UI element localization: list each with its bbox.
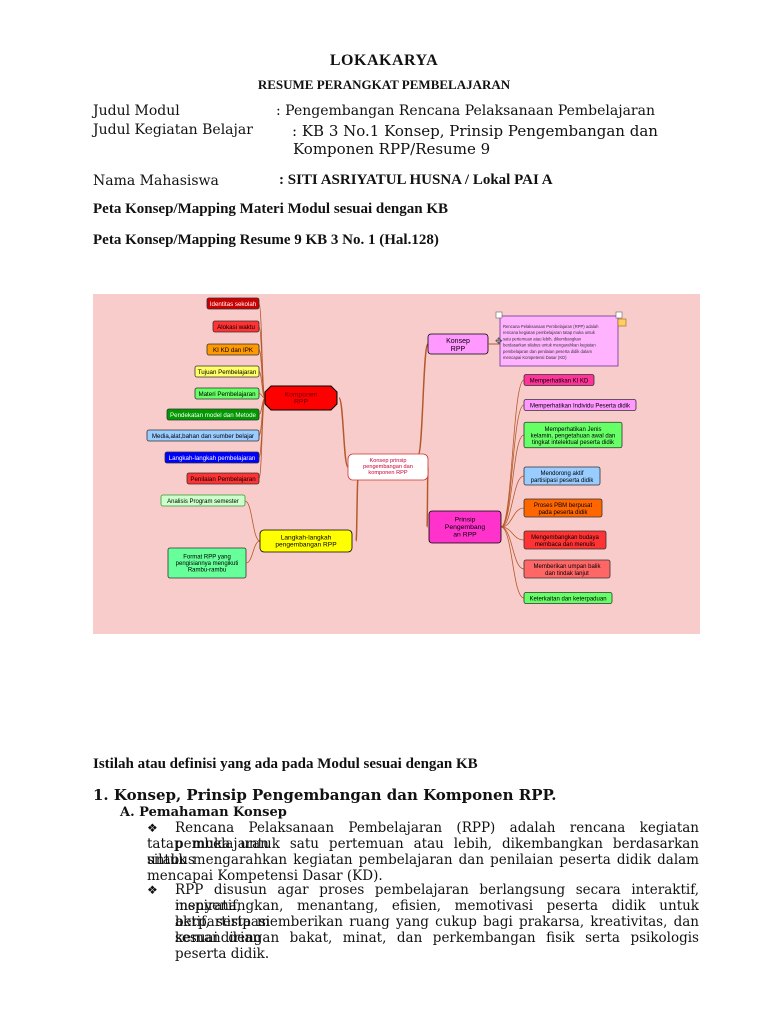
komponen-item-label: Tujuan Pembelajaran	[198, 369, 257, 376]
kegiatan-value-line1: : KB 3 No.1 Konsep, Prinsip Pengembangan…	[292, 122, 658, 140]
komponen-item-label: Identitas sekolah	[210, 301, 257, 308]
bullet-1-line-2: tatap muka untuk satu pertemuan atau leb…	[147, 836, 699, 868]
prinsip-item-box	[523, 399, 637, 411]
modul-label: Judul Modul	[93, 103, 180, 119]
branch-connector	[258, 371, 266, 399]
langkah-item-label: Analisis Program semester	[167, 499, 239, 505]
branch-connector	[500, 526, 525, 599]
branch-connector	[258, 397, 266, 479]
diamond-bullet-icon: ❖	[147, 821, 158, 835]
branch-connector	[500, 434, 525, 528]
selection-handle-icon	[495, 311, 503, 319]
komponen-item-box	[206, 297, 260, 310]
komponen-item-box	[212, 320, 260, 333]
branch-connector	[355, 478, 359, 542]
nama-value: : SITI ASRIYATUL HUSNA / Lokal PAI A	[279, 172, 553, 188]
document-title: LOKAKARYA	[329, 52, 439, 69]
prinsip-item-box	[523, 559, 611, 579]
section-heading-1: 1. Konsep, Prinsip Pengembangan dan Komp…	[93, 786, 557, 804]
prinsip-item-box	[523, 530, 607, 550]
komponen-item-label: Materi Pembelajaran	[198, 391, 256, 398]
komponen-item-label: Media,alat,bahan dan sumber belajar	[152, 433, 254, 440]
branch-connector	[244, 500, 261, 542]
heading-peta-modul: Peta Konsep/Mapping Materi Modul sesuai …	[93, 201, 449, 217]
komponen-item-box	[206, 343, 260, 356]
bullet-1-line-3: untuk mengarahkan kegiatan pembelajaran …	[147, 852, 699, 868]
bullet-2-line-3: aktif, serta memberikan ruang yang cukup…	[175, 914, 699, 946]
subsection-heading-a: A. Pemahaman Konsep	[120, 805, 287, 820]
nama-label: Nama Mahasiswa	[93, 173, 219, 189]
branch-connector	[500, 475, 525, 528]
komponen-item-box	[194, 365, 260, 378]
komponen-item-label: Langkah-langkah pembelajaran	[169, 455, 256, 462]
komponen-item-label: Alokasi waktu	[217, 324, 255, 331]
komponen-item-box	[186, 472, 260, 485]
bullet-1-line-4: mencapai Kompetensi Dasar (KD).	[147, 868, 383, 884]
branch-connector	[258, 393, 266, 399]
heading-peta-resume: Peta Konsep/Mapping Resume 9 KB 3 No. 1 …	[93, 232, 439, 248]
branch-connector	[338, 397, 349, 468]
kegiatan-value-line2: Komponen RPP/Resume 9	[293, 140, 491, 158]
langkah-node	[259, 529, 353, 553]
branch-connector	[417, 343, 429, 456]
prinsip-item-label: Memperhatikan Individu Peserta didik	[530, 403, 631, 409]
modul-value: : Pengembangan Rencana Pelaksanaan Pembe…	[276, 103, 655, 119]
selection-handle-icon	[615, 311, 623, 319]
branch-connector	[245, 540, 261, 564]
branch-connector	[500, 404, 525, 528]
komponen-item-label: Penilaian Pembelajaran	[190, 476, 256, 483]
prinsip-item-label: Keterkaitan dan keterpaduan	[529, 596, 606, 602]
langkah-item-box	[160, 494, 246, 507]
konsep-note-box	[499, 315, 619, 367]
bullet-1-line-1: Rencana Pelaksanaan Pembelajaran (RPP) a…	[175, 820, 699, 852]
prinsip-item-label: Memperhatikan KI KD	[530, 378, 589, 384]
branch-connector	[500, 507, 525, 528]
branch-connector	[500, 379, 525, 528]
komponen-item-box	[194, 387, 260, 400]
prinsip-item-box	[523, 421, 623, 449]
komponen-item-label: Pendekatan model dan Metode	[170, 412, 257, 419]
prinsip-node	[428, 510, 502, 544]
bullet-2-line-4: sesuai dengan bakat, minat, dan perkemba…	[175, 930, 699, 962]
prinsip-item-box	[523, 374, 595, 386]
komponen-item-label: KI KD dan IPK	[213, 347, 254, 354]
prinsip-item-box	[523, 498, 603, 518]
konsep-note-text: Rencana Pelaksanaan Pembelajaran (RPP) a…	[503, 324, 599, 360]
bullet-2-line-2: menyenangkan, menantang, efisien, memoti…	[175, 898, 699, 930]
heading-istilah: Istilah atau definisi yang ada pada Modu…	[93, 756, 478, 772]
komponen-item-box	[166, 408, 260, 421]
center-node	[347, 453, 429, 481]
komponen-node	[264, 385, 338, 411]
document-subtitle: RESUME PERANGKAT PEMBELAJARAN	[257, 77, 511, 92]
komponen-item-box	[164, 451, 260, 464]
note-icon	[617, 318, 627, 327]
bullet-2-line-1: RPP disusun agar proses pembelajaran ber…	[175, 882, 699, 914]
move-cursor-icon: ✥	[495, 337, 503, 347]
diamond-bullet-icon: ❖	[147, 883, 158, 897]
prinsip-item-box	[523, 466, 601, 486]
kegiatan-label: Judul Kegiatan Belajar	[93, 122, 253, 138]
komponen-item-box	[146, 429, 260, 442]
prinsip-item-box	[523, 592, 613, 604]
